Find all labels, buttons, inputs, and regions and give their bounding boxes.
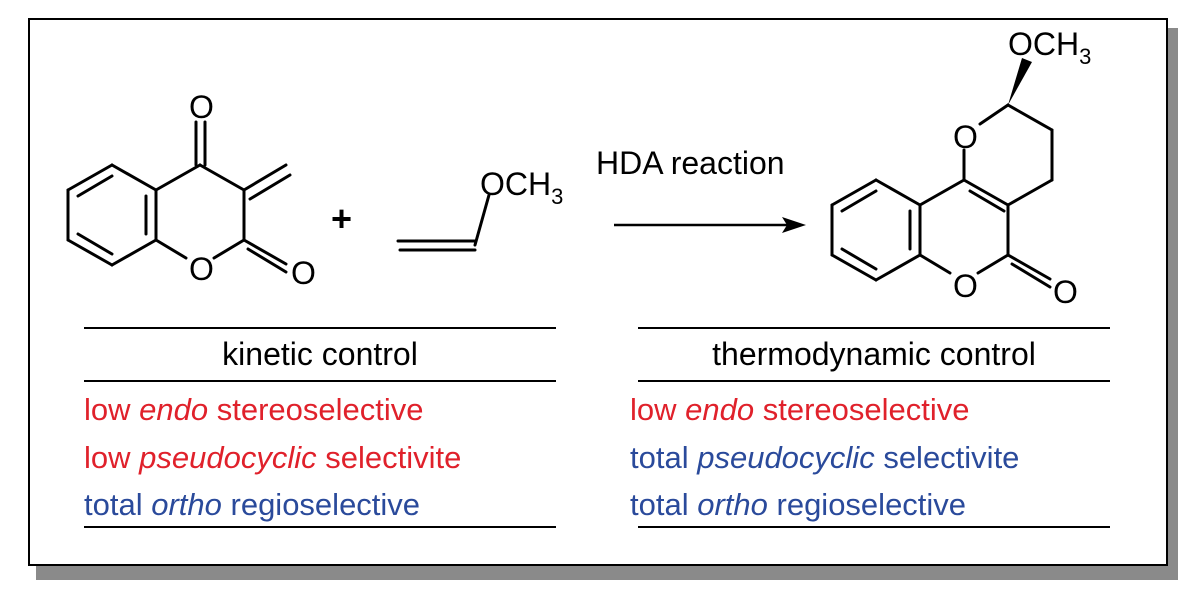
arrow-label: HDA reaction (596, 145, 785, 181)
plus-sign: + (331, 198, 352, 239)
atom-o-carbonyl-product: O (1053, 274, 1078, 310)
reactant-chromandione (66, 120, 292, 274)
thermo-heading: thermodynamic control (712, 336, 1036, 372)
property-prefix: low (630, 392, 686, 427)
property-term: ortho (697, 487, 768, 522)
kinetic-heading: kinetic control (222, 336, 418, 372)
property-line: total pseudocyclic selectivite (630, 442, 1019, 473)
property-line: total ortho regioselective (630, 489, 966, 520)
property-prefix: low (84, 392, 140, 427)
kinetic-rule-mid (84, 380, 556, 382)
property-line: low endo stereoselective (630, 394, 970, 425)
property-suffix: stereoselective (754, 392, 970, 427)
property-term: endo (685, 392, 755, 427)
kinetic-rule-bottom (84, 526, 556, 528)
atom-o-pyran: O (953, 119, 978, 155)
atom-o-carbonyl-top: O (189, 89, 214, 125)
thermo-rule-top (638, 327, 1110, 329)
atom-o-ring: O (189, 251, 214, 287)
product-och3-label: OCH3 (1008, 26, 1091, 69)
property-prefix: total (630, 487, 698, 522)
property-term: pseudocyclic (139, 440, 317, 475)
property-line: low pseudocyclic selectivite (84, 442, 461, 473)
property-term: pseudocyclic (697, 440, 875, 475)
product-pyranocoumarin (830, 103, 1054, 289)
property-term: endo (139, 392, 209, 427)
property-term: ortho (151, 487, 222, 522)
frame (28, 18, 1168, 566)
property-line: total ortho regioselective (84, 489, 420, 520)
stereo-wedge-bond (1008, 58, 1032, 105)
property-prefix: low (84, 440, 140, 475)
reagent-och3-label: OCH3 (480, 166, 563, 209)
reactant-vinyl-ether (396, 193, 491, 252)
property-suffix: selectivite (316, 440, 462, 475)
thermo-rule-bottom (638, 526, 1110, 528)
thermo-rule-mid (638, 380, 1110, 382)
atom-o-lactone: O (953, 268, 978, 304)
property-suffix: stereoselective (208, 392, 424, 427)
kinetic-rule-top (84, 327, 556, 329)
property-suffix: regioselective (767, 487, 967, 522)
property-prefix: total (630, 440, 698, 475)
property-suffix: selectivite (874, 440, 1020, 475)
atom-o-carbonyl-right: O (291, 255, 316, 291)
property-line: low endo stereoselective (84, 394, 424, 425)
property-prefix: total (84, 487, 152, 522)
reaction-arrow (614, 217, 806, 233)
property-suffix: regioselective (221, 487, 421, 522)
